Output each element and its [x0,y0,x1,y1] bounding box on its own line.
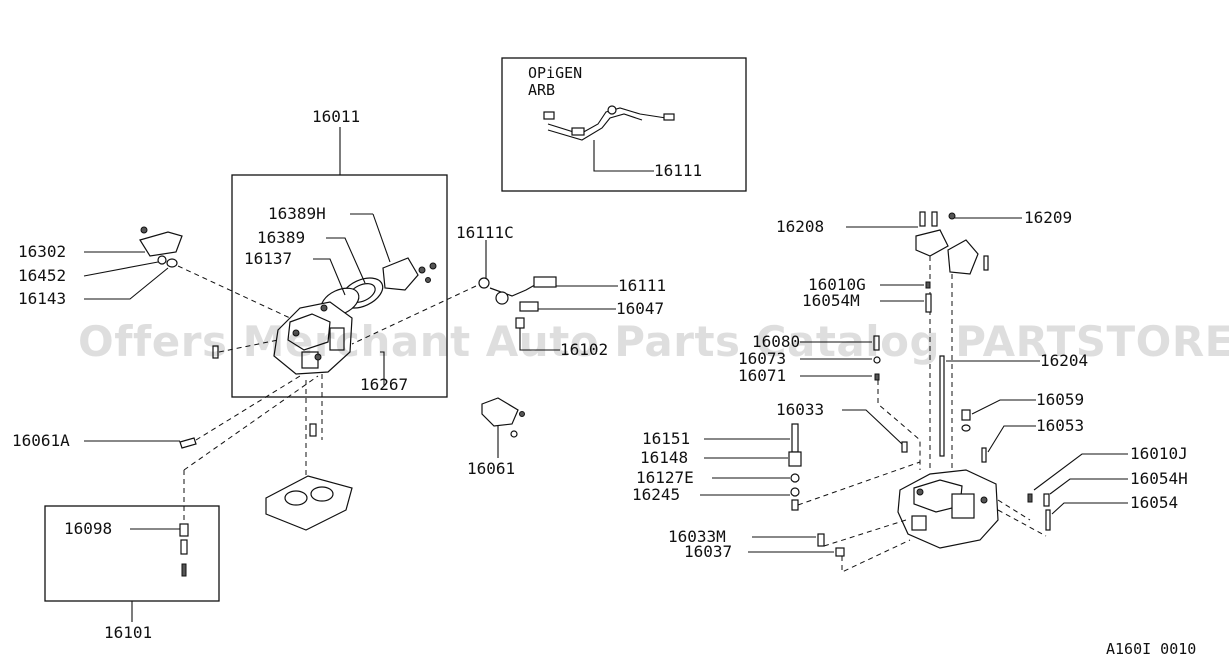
label-16059[interactable]: 16059 [1036,390,1084,409]
label-16111[interactable]: 16111 [618,276,666,295]
screws-16010G [925,281,932,313]
label-16302[interactable]: 16302 [18,242,66,261]
label-16389[interactable]: 16389 [257,228,305,247]
carburetor-body-left [273,301,353,375]
label-16137[interactable]: 16137 [244,249,292,268]
label-16389H[interactable]: 16389H [268,204,326,223]
inset-box-option [501,57,747,192]
inset-hose-16111 [543,105,675,141]
jet-16098 [179,523,189,577]
label-16151[interactable]: 16151 [642,429,690,448]
label-16101[interactable]: 16101 [104,623,152,642]
needle-valve-stack [788,423,802,511]
label-16452[interactable]: 16452 [18,266,66,285]
label-16143[interactable]: 16143 [18,289,66,308]
gasket-plate [265,423,353,531]
label-16127E[interactable]: 16127E [636,468,694,487]
label-16111C[interactable]: 16111C [456,223,514,242]
part-16033 [901,441,908,453]
label-16061[interactable]: 16061 [467,459,515,478]
label-16047[interactable]: 16047 [616,299,664,318]
label-16071[interactable]: 16071 [738,366,786,385]
label-16054[interactable]: 16054 [1130,493,1178,512]
small-parts-16080 [873,335,881,381]
rod-16204 [939,355,945,457]
carburetor-body-right [897,469,999,549]
label-16080[interactable]: 16080 [752,332,800,351]
label-16204[interactable]: 16204 [1040,351,1088,370]
label-16011[interactable]: 16011 [312,107,360,126]
label-16033M[interactable]: 16033M [668,527,726,546]
screws-16054 [1027,493,1051,531]
label-16267[interactable]: 16267 [360,375,408,394]
inset-title-line1: OPiGEN [528,64,582,82]
hose-assembly-16111 [478,276,557,329]
watermark: Offers Merchant Auto Parts Catalog PARTS… [78,317,1229,366]
label-16209[interactable]: 16209 [1024,208,1072,227]
label-16208[interactable]: 16208 [776,217,824,236]
inset-title-line2: ARB [528,81,555,99]
label-16053[interactable]: 16053 [1036,416,1084,435]
label-16054M[interactable]: 16054M [802,291,860,310]
label-16010J[interactable]: 16010J [1130,444,1188,463]
parts-16033M-16037 [817,533,845,557]
label-16061A[interactable]: 16061A [12,431,70,450]
label-16111-inset[interactable]: 16111 [654,161,702,180]
figure-code: A160I 0010 [1106,640,1196,658]
label-16245[interactable]: 16245 [632,485,680,504]
bracket-16208 [915,211,989,275]
linkage-bracket [139,226,183,268]
label-16054H[interactable]: 16054H [1130,469,1188,488]
label-16148[interactable]: 16148 [640,448,688,467]
label-16098[interactable]: 16098 [64,519,112,538]
label-16102[interactable]: 16102 [560,340,608,359]
bracket-16061 [481,397,525,438]
label-16033[interactable]: 16033 [776,400,824,419]
screw-left [212,345,219,359]
label-16073[interactable]: 16073 [738,349,786,368]
parts-16059-16053 [961,409,987,463]
label-16037[interactable]: 16037 [684,542,732,561]
rod-16061A [179,437,197,449]
label-16010G[interactable]: 16010G [808,275,866,294]
